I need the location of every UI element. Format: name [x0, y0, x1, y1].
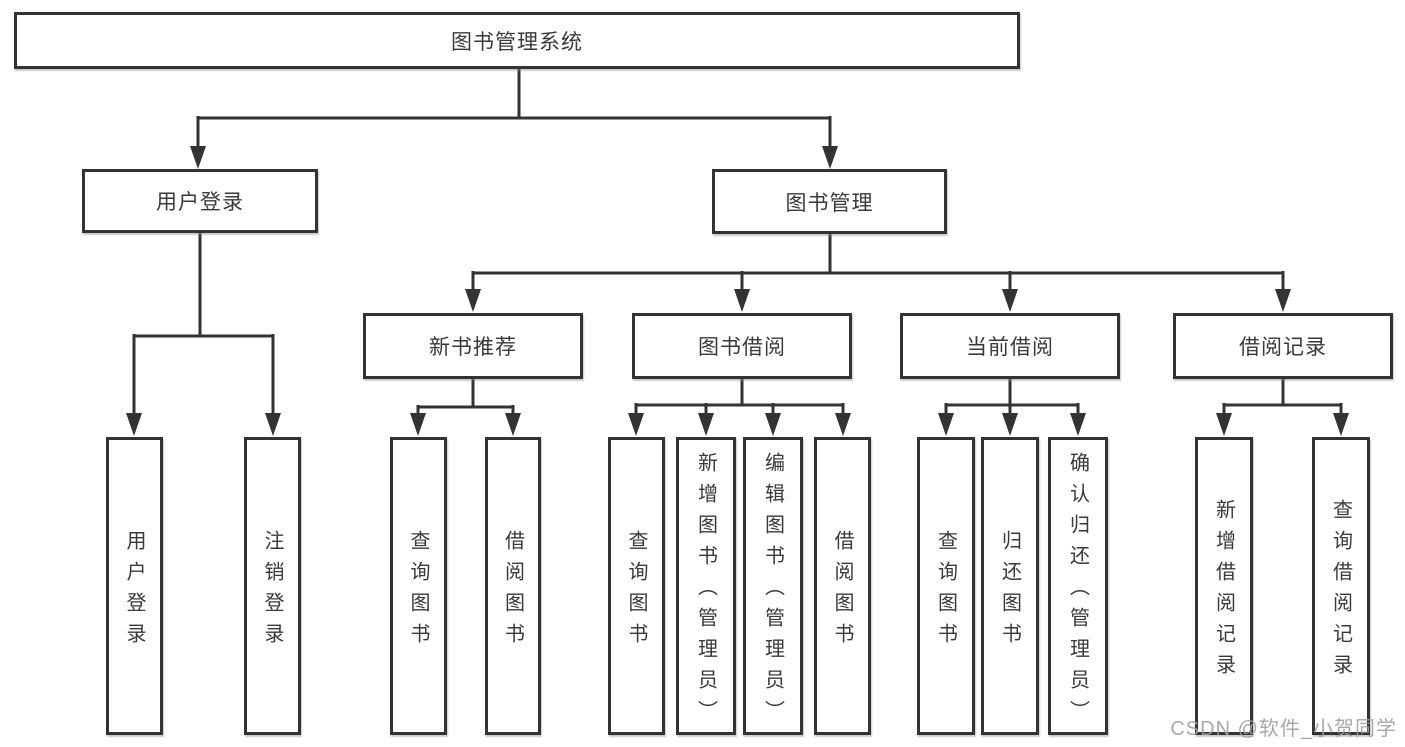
connector-new-book-to-leaves [410, 379, 521, 436]
leaf-newbook-borrow-books: 借阅图书 [485, 437, 541, 735]
connector-user-login-to-leaves [126, 233, 281, 436]
leaf-current-confirm-return-admin-label: 确认归还（管理员） [1066, 452, 1089, 731]
leaf-records-add-record: 新增借阅记录 [1195, 437, 1253, 735]
leaf-borrow-add-books-admin-label: 新增图书（管理员） [694, 452, 717, 731]
leaf-borrow-edit-books-admin: 编辑图书（管理员） [743, 437, 803, 735]
connector-current-borrow-to-leaves [938, 379, 1086, 436]
leaf-borrow-query-books-label: 查询图书 [625, 529, 647, 654]
node-current-borrow: 当前借阅 [900, 313, 1120, 379]
node-book-borrow: 图书借阅 [632, 313, 852, 379]
connector-borrow-records-to-leaves [1216, 379, 1349, 436]
leaf-borrow-query-books: 查询图书 [608, 437, 665, 735]
node-book-borrow-label: 图书借阅 [698, 336, 786, 359]
leaf-records-add-record-label: 新增借阅记录 [1212, 498, 1235, 685]
connector-root-to-level2 [190, 69, 838, 169]
leaf-records-query-record-label: 查询借阅记录 [1329, 498, 1352, 685]
leaf-newbook-borrow-books-label: 借阅图书 [501, 529, 524, 654]
node-new-book-recommend-label: 新书推荐 [429, 336, 517, 359]
leaf-borrow-add-books-admin: 新增图书（管理员） [676, 437, 736, 735]
connector-book-mgmt-to-level3 [465, 234, 1291, 312]
leaf-newbook-query-books-label: 查询图书 [407, 529, 429, 654]
csdn-watermark: CSDN @软件_小贺同学 [1170, 718, 1397, 740]
node-user-login: 用户登录 [82, 169, 318, 233]
node-new-book-recommend: 新书推荐 [363, 313, 583, 379]
leaf-user-login: 用户登录 [106, 437, 163, 735]
leaf-borrow-borrow-books-label: 借阅图书 [831, 529, 853, 654]
node-root-system: 图书管理系统 [14, 12, 1020, 69]
leaf-current-return-books: 归还图书 [981, 437, 1039, 735]
node-borrow-records: 借阅记录 [1173, 313, 1393, 379]
leaf-current-query-books-label: 查询图书 [934, 529, 957, 654]
leaf-borrow-borrow-books: 借阅图书 [814, 437, 871, 735]
leaf-borrow-edit-books-admin-label: 编辑图书（管理员） [761, 452, 784, 731]
leaf-logout: 注销登录 [244, 437, 301, 735]
node-current-borrow-label: 当前借阅 [966, 336, 1054, 359]
node-user-login-label: 用户登录 [156, 191, 244, 214]
node-book-management-label: 图书管理 [785, 191, 874, 215]
node-root-system-label: 图书管理系统 [451, 30, 583, 54]
connector-book-borrow-to-leaves [628, 379, 851, 436]
leaf-records-query-record: 查询借阅记录 [1312, 437, 1370, 735]
leaf-newbook-query-books: 查询图书 [390, 437, 447, 735]
leaf-current-return-books-label: 归还图书 [998, 529, 1021, 654]
leaf-current-confirm-return-admin: 确认归还（管理员） [1048, 437, 1108, 735]
node-borrow-records-label: 借阅记录 [1239, 336, 1327, 359]
node-book-management: 图书管理 [712, 169, 947, 234]
leaf-current-query-books: 查询图书 [917, 437, 975, 735]
leaf-user-login-label: 用户登录 [123, 529, 145, 654]
leaf-logout-label: 注销登录 [261, 529, 283, 654]
